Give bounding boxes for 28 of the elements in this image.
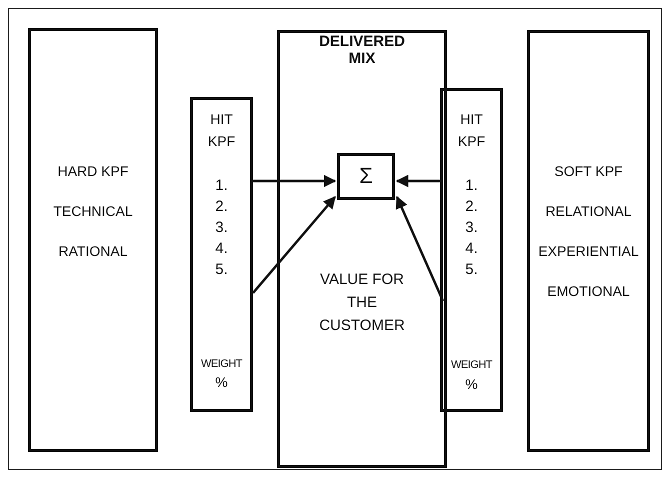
panel-label: EMOTIONAL	[547, 282, 630, 301]
panel-label: %	[465, 375, 478, 394]
panel-label: RATIONAL	[58, 242, 128, 261]
panel-label: EXPERIENTIAL	[538, 242, 639, 261]
criteria-panel	[190, 97, 253, 412]
arrow	[252, 196, 336, 294]
category-panel	[527, 30, 650, 452]
arrow	[253, 174, 336, 188]
panel-label: RELATIONAL	[545, 202, 632, 221]
panel-label: WEIGHT	[451, 358, 492, 373]
panel-label: 1. 2. 3. 4. 5.	[465, 176, 478, 280]
criteria-panel	[440, 88, 503, 412]
panel-label: WEIGHT	[201, 357, 242, 372]
category-panel	[28, 28, 158, 452]
arrow	[396, 196, 444, 302]
panel-label: Σ	[359, 166, 373, 186]
panel-label: DELIVERED MIX	[318, 33, 406, 67]
panel-label: HIT KPF	[458, 110, 486, 151]
panel-label: VALUE FOR THE CUSTOMER	[318, 270, 406, 336]
mix-panel	[277, 30, 447, 468]
panel-label: HIT KPF	[208, 110, 236, 151]
panel-label: SOFT KPF	[554, 162, 623, 181]
panel-label: %	[215, 373, 228, 392]
sum-box	[337, 153, 395, 200]
panel-label: TECHNICAL	[53, 202, 133, 221]
arrow	[396, 174, 440, 188]
panel-label: HARD KPF	[58, 162, 128, 181]
panel-label: 1. 2. 3. 4. 5.	[215, 176, 228, 280]
